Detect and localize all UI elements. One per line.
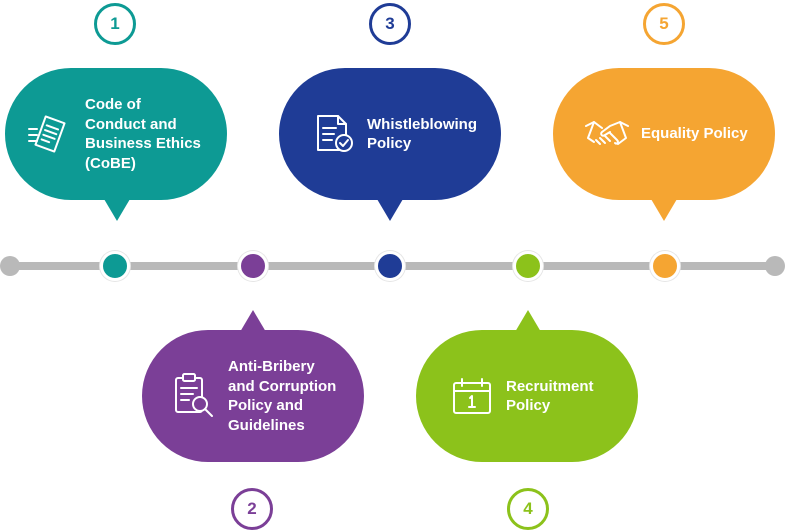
- timeline-node-5[interactable]: [650, 251, 680, 281]
- policy-label-anti-bribery: Anti-Bribery and Corruption Policy and G…: [228, 358, 337, 434]
- timeline-end-dot: [765, 256, 785, 276]
- bubble-tail-4: [515, 310, 541, 332]
- timeline-node-3[interactable]: [375, 251, 405, 281]
- step-number-2: 2: [231, 488, 273, 530]
- policy-bubble-recruitment[interactable]: Recruitment Policy: [416, 330, 638, 462]
- document-check-icon: [311, 110, 359, 158]
- step-number-1: 1: [94, 3, 136, 45]
- bubble-tail-2: [240, 310, 266, 332]
- step-number-3: 3: [369, 3, 411, 45]
- policy-bubble-equality[interactable]: Equality Policy: [553, 68, 775, 200]
- bubble-tail-3: [377, 199, 403, 221]
- policy-label-equality: Equality Policy: [641, 125, 748, 143]
- calendar-icon: [448, 372, 496, 420]
- policy-label-recruitment: Recruitment Policy: [506, 377, 594, 415]
- timeline-start-dot: [0, 256, 20, 276]
- step-number-4: 4: [507, 488, 549, 530]
- bubble-tail-5: [651, 199, 677, 221]
- clipboard-search-icon: [170, 372, 218, 420]
- step-number-5: 5: [643, 3, 685, 45]
- document-lines-icon: [25, 110, 73, 158]
- policy-label-cobe: Code of Conduct and Business Ethics (CoB…: [85, 96, 201, 172]
- timeline-node-2[interactable]: [238, 251, 268, 281]
- policy-bubble-anti-bribery[interactable]: Anti-Bribery and Corruption Policy and G…: [142, 330, 364, 462]
- policy-bubble-cobe[interactable]: Code of Conduct and Business Ethics (CoB…: [5, 68, 227, 200]
- policy-bubble-whistleblowing[interactable]: Whistleblowing Policy: [279, 68, 501, 200]
- bubble-tail-1: [104, 199, 130, 221]
- timeline-node-1[interactable]: [100, 251, 130, 281]
- handshake-icon: [583, 110, 631, 158]
- policy-label-whistleblowing: Whistleblowing Policy: [367, 115, 477, 153]
- timeline-node-4[interactable]: [513, 251, 543, 281]
